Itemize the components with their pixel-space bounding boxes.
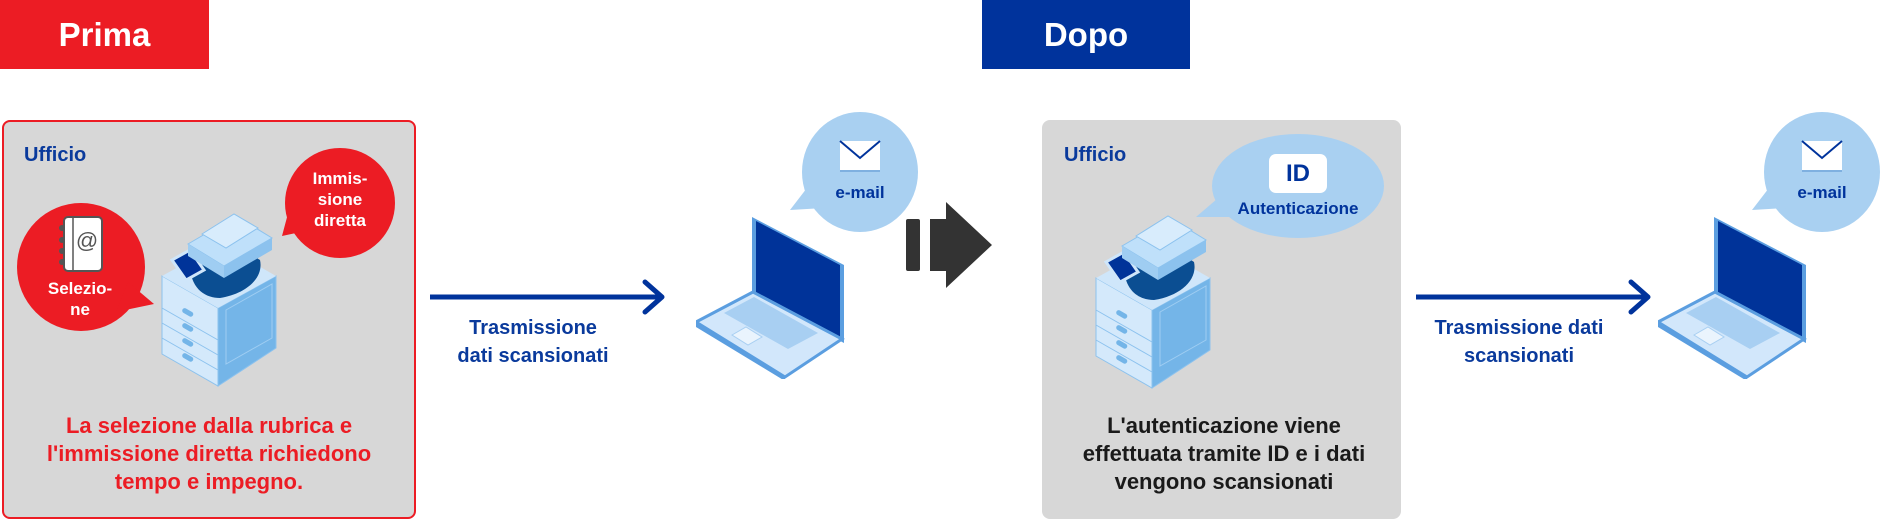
label-line: diretta — [314, 211, 366, 230]
text-line: tempo e impegno. — [114, 469, 304, 494]
before-office-label: Ufficio — [24, 144, 87, 166]
after-tag: Dopo — [982, 0, 1190, 69]
text-line: l'immissione diretta richiedono — [46, 441, 372, 466]
direct-entry-bubble — [282, 148, 395, 258]
label-line: ne — [70, 300, 90, 319]
before-transfer-label: Trasmissione dati scansionati — [433, 314, 633, 370]
transfer-arrow — [1416, 279, 1651, 315]
text-line: Trasmissione — [469, 317, 597, 339]
email-bubble — [790, 112, 918, 232]
text-line: La selezione dalla rubrica e — [65, 413, 353, 438]
id-badge-label: ID — [1286, 159, 1310, 187]
label-line: sione — [317, 190, 363, 209]
label-line: Selezio- — [47, 279, 113, 298]
auth-label: Autenticazione — [1237, 199, 1359, 218]
email-bubble — [1752, 112, 1880, 232]
envelope-icon — [1801, 140, 1843, 160]
laptop-icon — [696, 217, 846, 379]
text-line: L'autenticazione viene — [1107, 413, 1341, 438]
address-book-icon — [59, 216, 103, 272]
envelope-icon — [839, 140, 881, 160]
label-line: Immis- — [312, 169, 368, 188]
before-tag: Prima — [0, 0, 209, 69]
text-line: Trasmissione dati — [1434, 317, 1604, 339]
at-symbol: @ — [75, 228, 99, 253]
text-line: scansionati — [1463, 345, 1575, 367]
after-tag-label: Dopo — [1043, 15, 1129, 53]
before-tag-label: Prima — [58, 15, 151, 53]
selection-label: Selezio- ne — [30, 278, 130, 320]
laptop-icon — [1658, 217, 1808, 379]
id-badge: ID — [1269, 154, 1327, 193]
text-line: vengono scansionati — [1114, 469, 1334, 494]
transfer-arrow — [430, 279, 665, 315]
text-line: dati scansionati — [457, 345, 609, 367]
before-description: La selezione dalla rubrica e l'immission… — [10, 412, 408, 496]
text-line: effettuata tramite ID e i dati — [1082, 441, 1366, 466]
after-description: L'autenticazione viene effettuata tramit… — [1050, 412, 1398, 496]
before-after-arrow — [906, 202, 992, 288]
direct-entry-label: Immis- sione diretta — [290, 168, 390, 231]
email-label: e-mail — [1797, 183, 1847, 202]
printer-icon — [160, 198, 280, 388]
after-office-label: Ufficio — [1064, 144, 1127, 166]
after-transfer-label: Trasmissione dati scansionati — [1419, 314, 1619, 370]
email-label: e-mail — [835, 183, 885, 202]
